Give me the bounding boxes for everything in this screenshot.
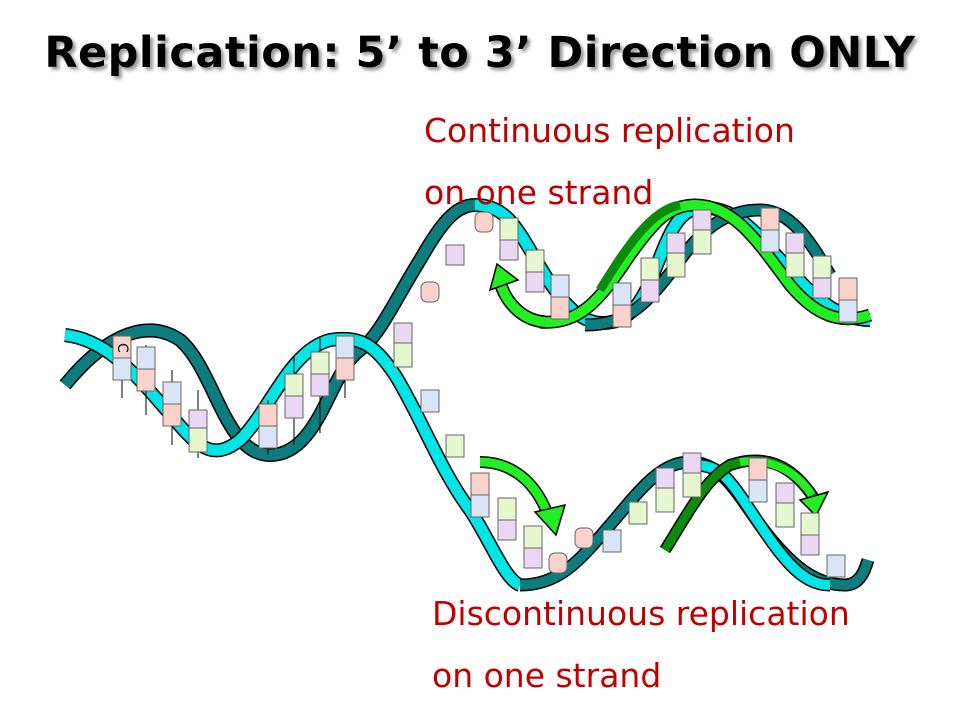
discontinuous-label-line2: on one strand xyxy=(432,656,662,695)
base-pairs: C xyxy=(112,207,858,578)
lagging-arrow-icon-2 xyxy=(798,490,830,518)
continuous-label-line1: Continuous replication xyxy=(424,111,795,150)
continuous-replication-label: Continuous replication on one strand xyxy=(424,100,795,224)
slide-title: Replication: 5’ to 3’ Direction ONLY xyxy=(44,28,916,78)
discontinuous-label-line1: Discontinuous replication xyxy=(432,594,850,633)
discontinuous-replication-label: Discontinuous replication on one strand xyxy=(432,583,850,707)
svg-text:C: C xyxy=(114,343,130,353)
lagging-arrow-icon-1 xyxy=(533,503,567,537)
continuous-label-line2: on one strand xyxy=(424,173,654,212)
